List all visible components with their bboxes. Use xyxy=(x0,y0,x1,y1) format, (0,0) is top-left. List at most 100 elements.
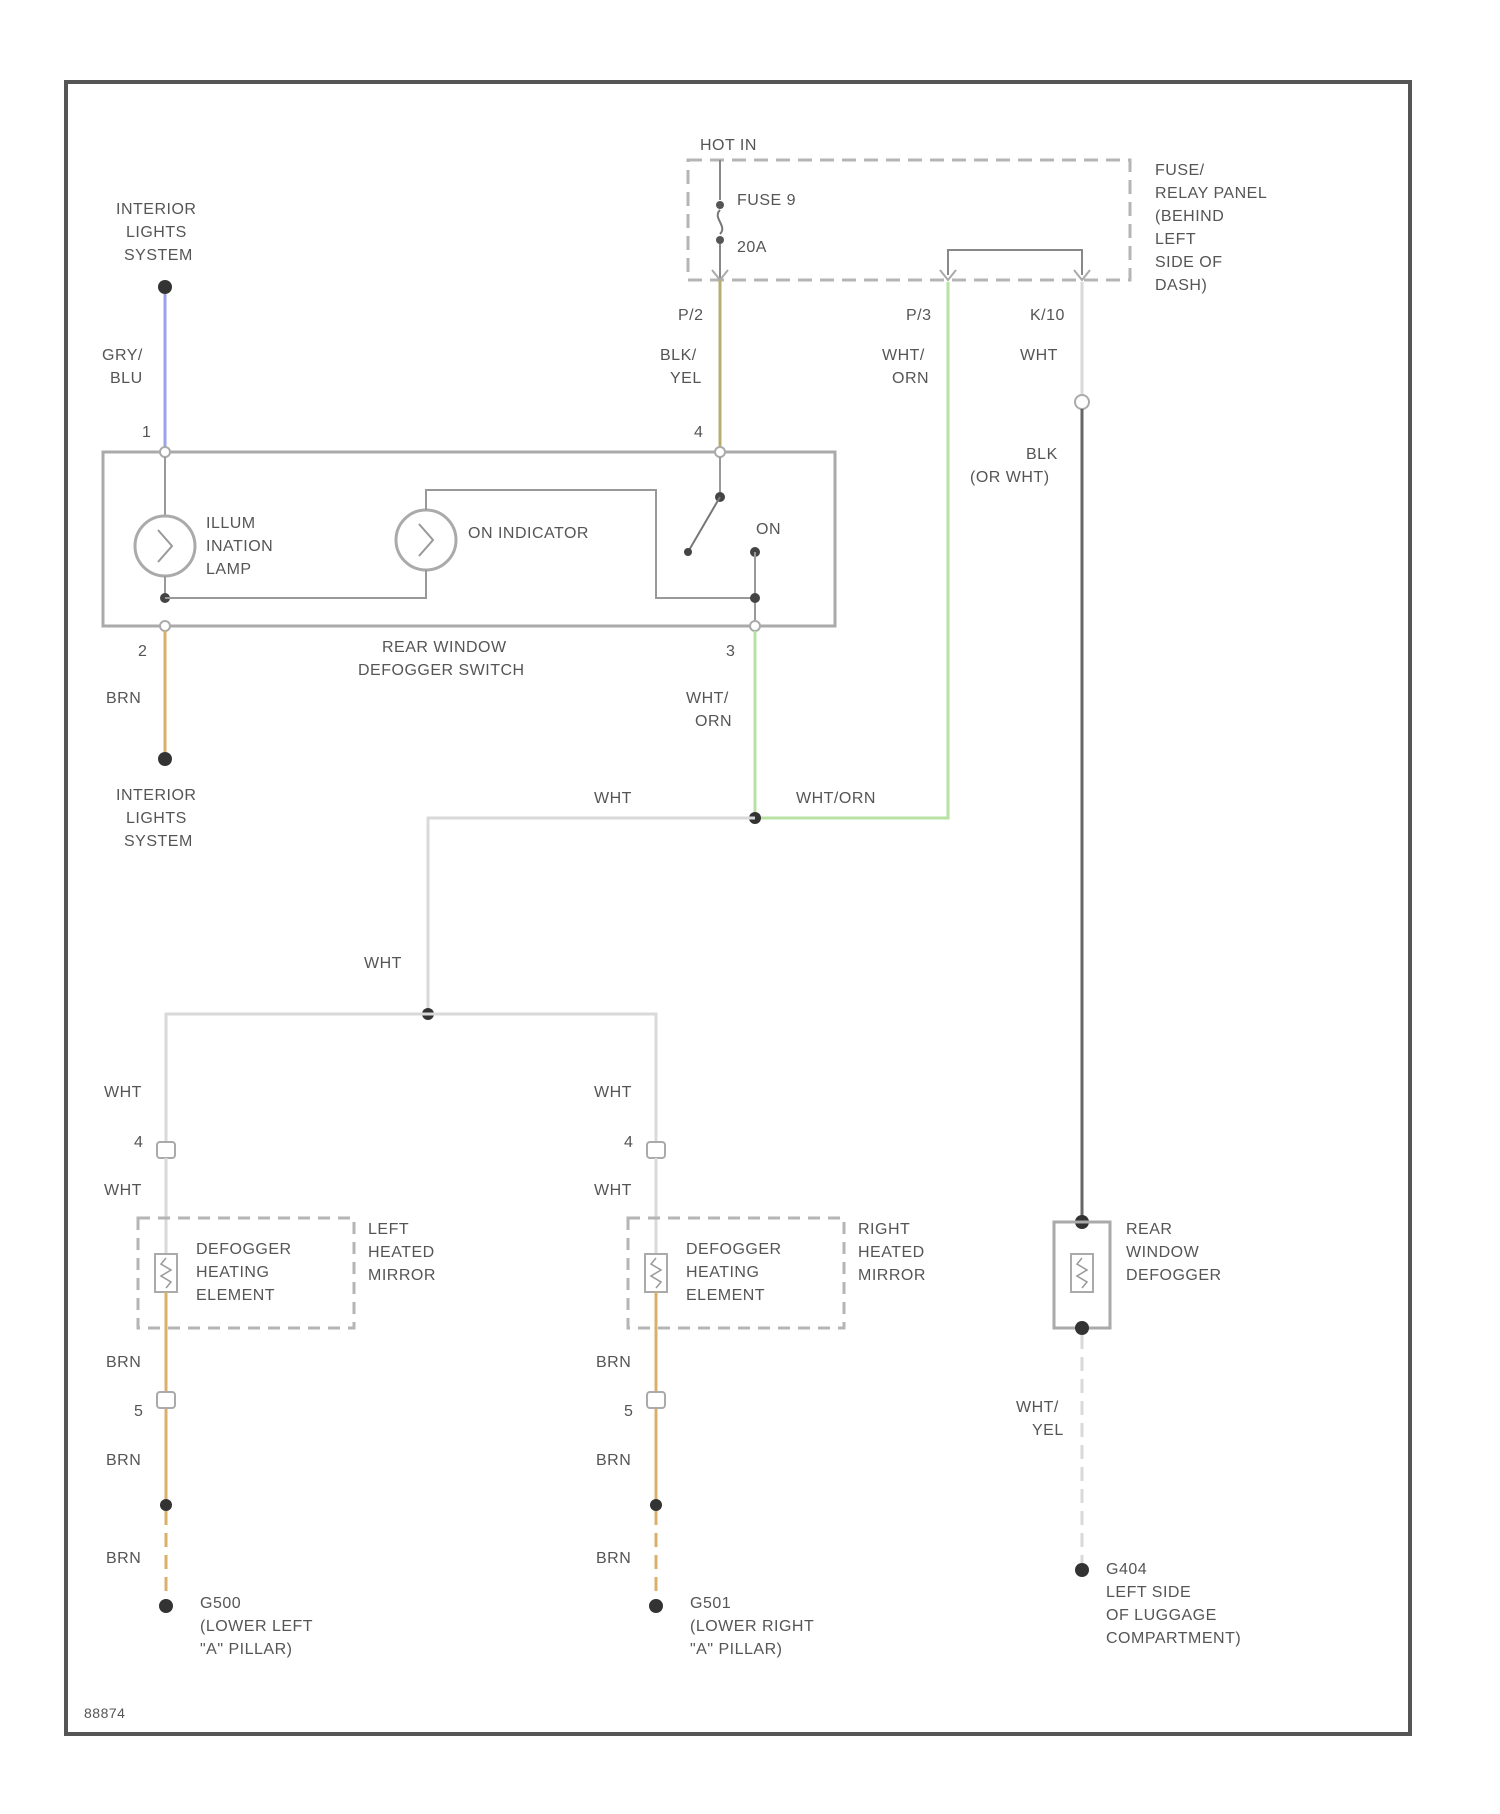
wire-wht-h-label: WHT xyxy=(594,790,632,807)
fuse-terminal-bottom xyxy=(716,236,724,244)
left-element-line-1: DEFOGGER xyxy=(196,1241,292,1258)
wire-gry-blu-label-2: BLU xyxy=(110,370,143,387)
defogger-ground-line-1: G404 xyxy=(1106,1561,1147,1578)
wire-wht-to-left-mirror xyxy=(166,1014,428,1145)
switch-on-label: ON xyxy=(756,521,781,538)
interior-lights-bottom-line-1: INTERIOR xyxy=(116,787,196,804)
wire-wht-orn-h-label: WHT/ORN xyxy=(796,790,876,807)
left-element-line-2: HEATING xyxy=(196,1264,269,1281)
fuse-terminal-top xyxy=(716,201,724,209)
wire-wht-to-right-mirror xyxy=(428,1014,656,1145)
on-indicator-wire-bottom xyxy=(165,570,426,598)
left-mirror-line-2: HEATED xyxy=(368,1244,435,1261)
hot-in-label: HOT IN xyxy=(700,137,757,154)
fuse-panel-line-1: FUSE/ xyxy=(1155,162,1205,179)
wire-wht-yel-label-2: YEL xyxy=(1032,1422,1064,1439)
left-ground-line-3: "A" PILLAR) xyxy=(200,1641,292,1658)
left-heating-element-zigzag xyxy=(161,1258,171,1288)
wire-wht-k10-label: WHT xyxy=(1020,347,1058,364)
fuse-relay-panel xyxy=(688,160,1130,280)
left-wht-a-label: WHT xyxy=(104,1084,142,1101)
wire-wht-mid-label: WHT xyxy=(364,955,402,972)
defogger-box xyxy=(1054,1222,1110,1328)
fuse-rating-label: 20A xyxy=(737,239,767,256)
wire-wht-orn-p3-label-2: ORN xyxy=(892,370,929,387)
right-ground-line-1: G501 xyxy=(690,1595,731,1612)
left-heated-mirror: WHT 4 WHT DEFOGGER HEATING ELEMENT LEFT … xyxy=(104,1084,436,1658)
defogger-element-zigzag xyxy=(1077,1258,1087,1288)
wire-wht-feed xyxy=(428,818,755,1014)
on-indicator-wire-top xyxy=(426,490,755,598)
right-element-line-1: DEFOGGER xyxy=(686,1241,782,1258)
fuse-panel-line-2: RELAY PANEL xyxy=(1155,185,1267,202)
right-wht-b-label: WHT xyxy=(594,1182,632,1199)
illum-lamp-bulb xyxy=(135,516,195,576)
left-brn-splice xyxy=(160,1499,172,1511)
wire-wht-yel-label-1: WHT/ xyxy=(1016,1399,1059,1416)
left-pin-5-connector xyxy=(157,1392,175,1408)
interior-lights-top-node xyxy=(158,280,172,294)
diagram-id: 88874 xyxy=(84,1705,125,1721)
fuse-name-label: FUSE 9 xyxy=(737,192,796,209)
illum-lamp-line-2: INATION xyxy=(206,538,273,555)
illum-lamp-filament xyxy=(158,530,172,562)
interior-lights-bottom-line-2: LIGHTS xyxy=(126,810,187,827)
defogger-line-3: DEFOGGER xyxy=(1126,1267,1222,1284)
right-pin-5-label: 5 xyxy=(624,1403,633,1420)
switch-pin-1-label: 1 xyxy=(142,424,151,441)
on-indicator-filament xyxy=(419,524,433,556)
wire-blk-label-1: BLK xyxy=(1026,446,1058,463)
left-mirror-connector xyxy=(157,1142,175,1158)
right-brn-splice xyxy=(650,1499,662,1511)
on-indicator-label: ON INDICATOR xyxy=(468,525,589,542)
right-wht-a-label: WHT xyxy=(594,1084,632,1101)
left-pin-5-label: 5 xyxy=(134,1403,143,1420)
left-wht-b-label: WHT xyxy=(104,1182,142,1199)
right-brn-c-label: BRN xyxy=(596,1550,631,1567)
switch-pin-2-connector xyxy=(160,621,170,631)
pin-k10-label: K/10 xyxy=(1030,307,1065,324)
relay-bridge-wire xyxy=(948,250,1082,275)
interior-lights-top-line-1: INTERIOR xyxy=(116,201,196,218)
wire-brn-switch-label: BRN xyxy=(106,690,141,707)
right-mirror-connector xyxy=(647,1142,665,1158)
fuse-panel-line-4: LEFT xyxy=(1155,231,1196,248)
pin-p2-label: P/2 xyxy=(678,307,704,324)
fuse-panel-line-5: SIDE OF xyxy=(1155,254,1223,271)
defogger-ground-line-3: OF LUGGAGE xyxy=(1106,1607,1217,1624)
defogger-ground-line-2: LEFT SIDE xyxy=(1106,1584,1191,1601)
fuse-panel-label: FUSE/ RELAY PANEL (BEHIND LEFT SIDE OF D… xyxy=(1155,162,1267,294)
right-ground-node xyxy=(649,1599,663,1613)
switch-name-line-2: DEFOGGER SWITCH xyxy=(358,662,525,679)
interior-lights-top-label: INTERIOR LIGHTS SYSTEM xyxy=(116,201,196,264)
wire-blk-yel-label-1: BLK/ xyxy=(660,347,697,364)
left-mirror-line-3: MIRROR xyxy=(368,1267,436,1284)
switch-blade-tip xyxy=(684,548,692,556)
defogger-bottom-node xyxy=(1075,1321,1089,1335)
wire-blk-label-2: (OR WHT) xyxy=(970,469,1050,486)
left-mirror-line-1: LEFT xyxy=(368,1221,409,1238)
left-element-line-3: ELEMENT xyxy=(196,1287,275,1304)
defogger-ground-node xyxy=(1075,1563,1089,1577)
switch-pin-3-label: 3 xyxy=(726,643,735,660)
switch-blade xyxy=(688,497,720,552)
interior-lights-top-line-2: LIGHTS xyxy=(126,224,187,241)
interior-lights-top-line-3: SYSTEM xyxy=(124,247,193,264)
switch-pin-3-connector xyxy=(750,621,760,631)
right-element-line-2: HEATING xyxy=(686,1264,759,1281)
fuse-9-element xyxy=(718,210,723,234)
defogger-line-1: REAR xyxy=(1126,1221,1172,1238)
pin-p3-label: P/3 xyxy=(906,307,932,324)
k10-splice-connector xyxy=(1075,395,1089,409)
left-pin-4-label: 4 xyxy=(134,1134,143,1151)
fuse-panel-connectors xyxy=(712,270,1090,280)
illum-lamp-label: ILLUM INATION LAMP xyxy=(206,515,273,578)
right-brn-a-label: BRN xyxy=(596,1354,631,1371)
switch-output-node xyxy=(750,593,760,603)
left-ground-line-1: G500 xyxy=(200,1595,241,1612)
interior-lights-bottom-label: INTERIOR LIGHTS SYSTEM xyxy=(116,787,196,850)
wire-gry-blu-label-1: GRY/ xyxy=(102,347,143,364)
switch-name-label: REAR WINDOW DEFOGGER SWITCH xyxy=(358,639,525,679)
right-ground-line-3: "A" PILLAR) xyxy=(690,1641,782,1658)
